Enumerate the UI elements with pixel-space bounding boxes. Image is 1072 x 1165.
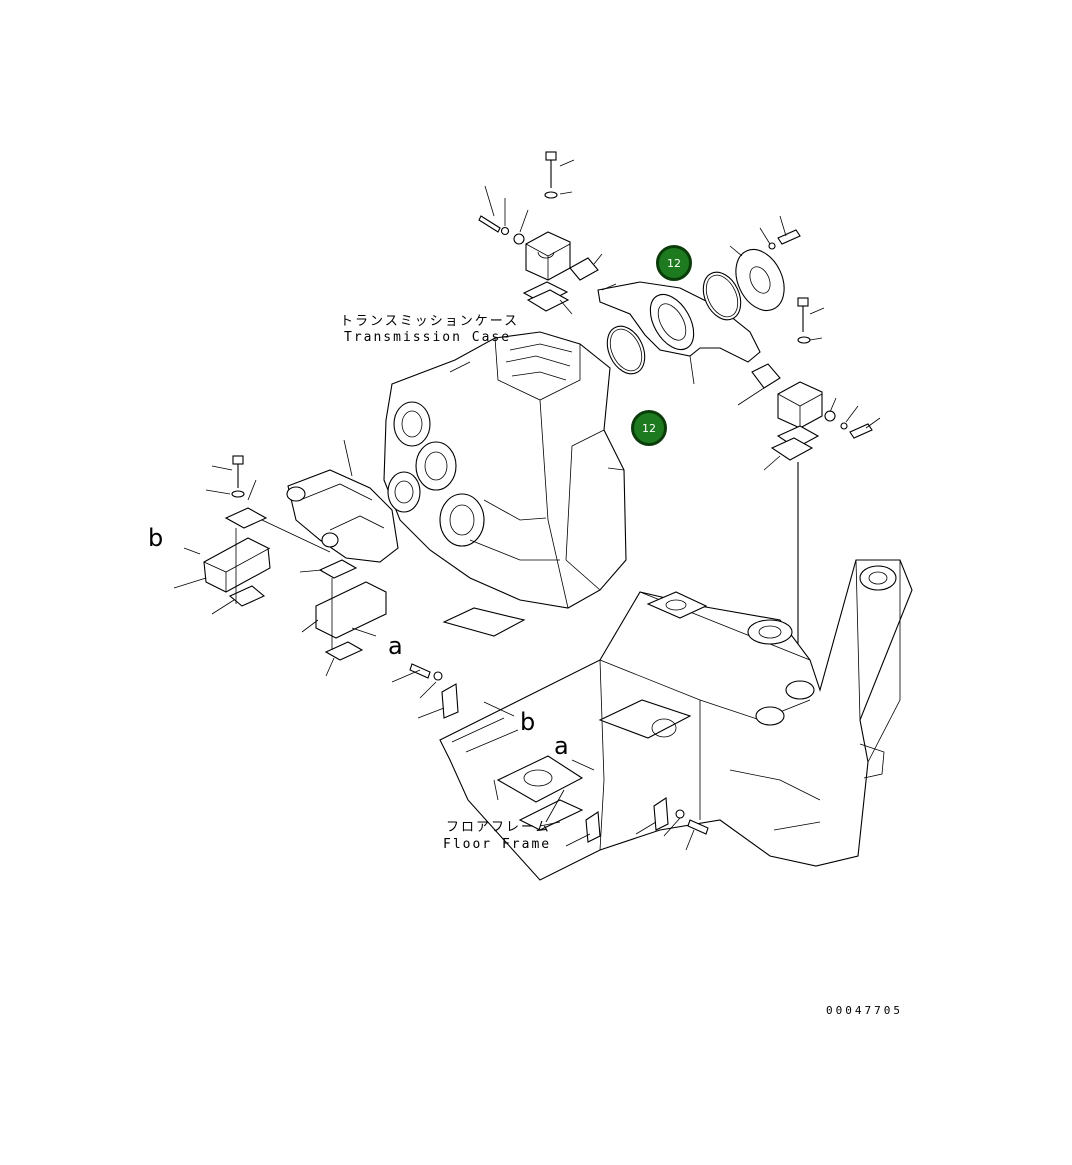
marker-b-right: b <box>520 708 536 736</box>
callout-12-lower[interactable]: 12 <box>631 410 667 446</box>
marker-a-left: a <box>388 632 403 660</box>
upper-right-bracket-assembly <box>763 297 881 660</box>
drawing-number: 00047705 <box>826 1004 903 1017</box>
callout-12-upper[interactable]: 12 <box>656 245 692 281</box>
seals-and-flange <box>606 215 801 375</box>
transmission-case-label-en: Transmission Case <box>344 330 512 345</box>
transmission-case-label-jp: トランスミッションケース <box>340 314 520 329</box>
upper-left-bracket-assembly <box>478 151 603 315</box>
left-mount-assembly <box>173 439 399 677</box>
floor-frame-label-jp: フロアフレーム <box>446 820 551 835</box>
floor-frame-label-en: Floor Frame <box>443 837 552 852</box>
marker-b-left: b <box>148 524 164 552</box>
marker-a-right: a <box>554 732 569 760</box>
trunnion-bracket <box>597 281 781 406</box>
transmission-case <box>383 331 627 609</box>
floor-frame <box>391 559 913 881</box>
